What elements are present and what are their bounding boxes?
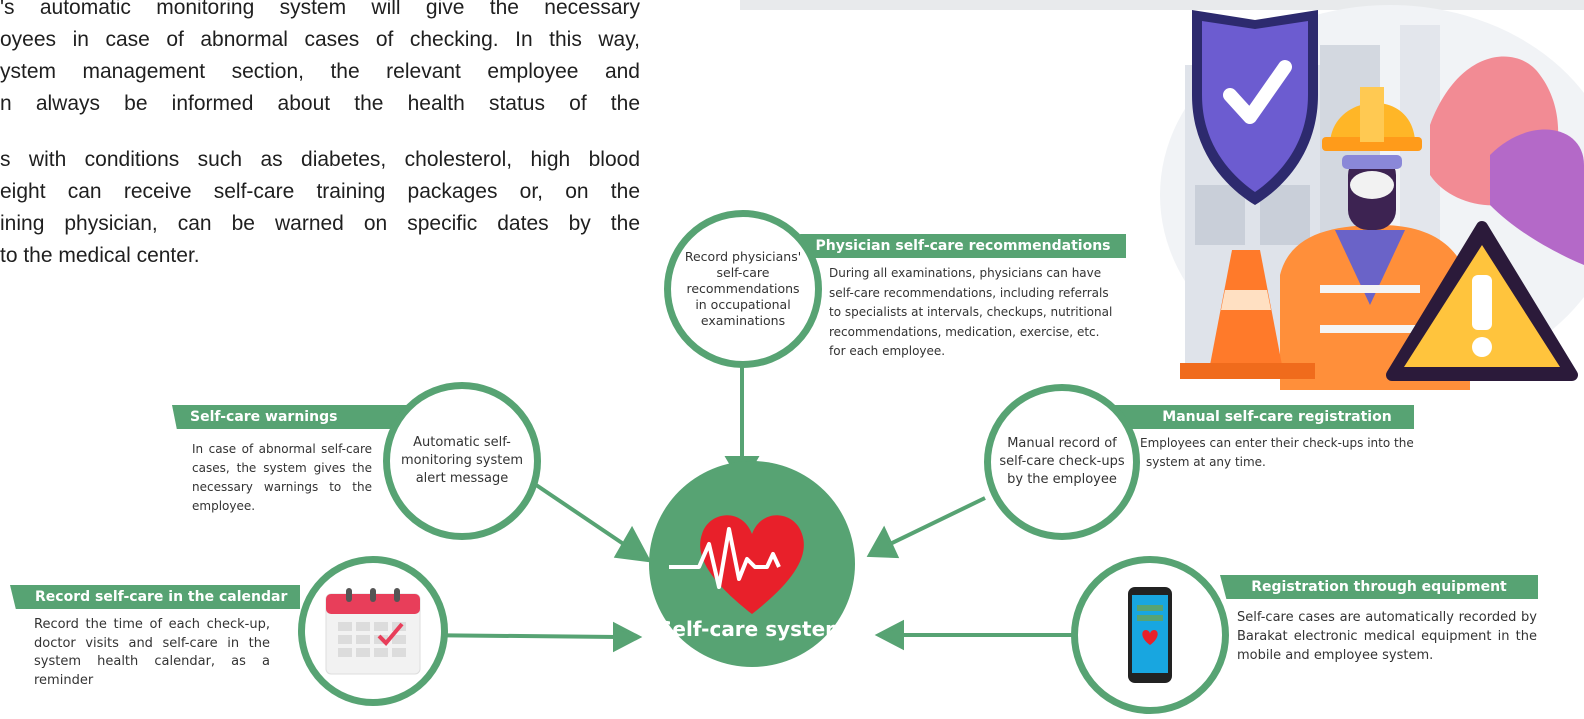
- description-line: system at any time.: [1146, 455, 1266, 469]
- worker-safety-illustration: [1160, 5, 1584, 390]
- heart-pulse-icon: [669, 515, 804, 614]
- manual-title-text: Manual self-care registration: [1162, 409, 1392, 425]
- intro-line: oyees in case of abnormal cases of check…: [0, 28, 640, 51]
- equipment-description: Self-care cases are automatically record…: [1237, 610, 1537, 663]
- description-line: Employees can enter their check-ups into…: [1140, 436, 1414, 450]
- physician-description: During all examinations, physicians can …: [829, 264, 1129, 362]
- physician-circle: Record physicians' self-care recommendat…: [664, 210, 822, 368]
- top-divider: [740, 0, 1584, 10]
- circle-text-line: Record physicians': [684, 249, 802, 264]
- equipment-circle: [1071, 556, 1229, 714]
- intro-line: to the medical center.: [0, 244, 200, 267]
- description-line: self-care recommendations, including ref…: [829, 285, 1109, 300]
- calendar-icon: [325, 588, 421, 675]
- circle-text-line: Automatic self-: [413, 435, 511, 450]
- description-line: for each employee.: [829, 344, 946, 358]
- shield-check-icon: [1192, 10, 1318, 205]
- warnings-description: In case of abnormal self-care cases, the…: [192, 442, 372, 513]
- calendar-circle: [298, 556, 448, 706]
- intro-line: ystem management section, the relevant e…: [0, 60, 640, 83]
- intro-line: s with conditions such as diabetes, chol…: [0, 148, 640, 171]
- smartphone-icon: [1128, 587, 1172, 683]
- manual-description: Employees can enter their check-ups into…: [1140, 434, 1430, 472]
- center-label: Self-care system: [657, 617, 847, 641]
- circle-text-line: alert message: [415, 471, 509, 486]
- circle-text-line: examinations: [700, 313, 786, 328]
- circle-text-line: by the employee: [1007, 472, 1117, 487]
- calendar-title: Record self-care in the calendar: [10, 585, 300, 609]
- warning-triangle-icon: [1386, 221, 1578, 381]
- circle-text-line: in occupational: [695, 297, 791, 312]
- circle-text-line: Manual record of: [1007, 436, 1117, 451]
- calendar-description: Record the time of each check-up, doctor…: [34, 617, 270, 688]
- intro-text: 's automatic monitoring system will give…: [0, 0, 640, 272]
- physician-title: Physician self-care recommendations: [800, 234, 1126, 258]
- equipment-title: Registration through equipment: [1220, 575, 1538, 599]
- intro-line: ining physician, can be warned on specif…: [0, 212, 640, 235]
- description-line: recommendations, medication, exercise, e…: [829, 324, 1100, 339]
- intro-line: n always be informed about the health st…: [0, 92, 640, 115]
- circle-text-line: recommendations: [686, 281, 800, 296]
- manual-circle: Manual record of self-care check-ups by …: [984, 384, 1140, 540]
- circle-text-line: self-care: [716, 265, 770, 280]
- self-care-system-hub: Self-care system: [649, 461, 855, 667]
- description-line: to specialists at intervals, checkups, n…: [829, 305, 1113, 319]
- circle-text-line: monitoring system: [400, 453, 524, 468]
- warnings-title: Self-care warnings: [172, 405, 412, 429]
- warnings-circle: Automatic self- monitoring system alert …: [383, 382, 541, 540]
- description-line: During all examinations, physicians can …: [829, 266, 1102, 280]
- intro-line: 's automatic monitoring system will give…: [0, 0, 640, 19]
- circle-text-line: self-care check-ups: [999, 454, 1125, 469]
- traffic-cone-icon: [1180, 250, 1315, 379]
- intro-line: eight can receive self-care training pac…: [0, 180, 640, 203]
- manual-title: Manual self-care registration: [1094, 405, 1414, 429]
